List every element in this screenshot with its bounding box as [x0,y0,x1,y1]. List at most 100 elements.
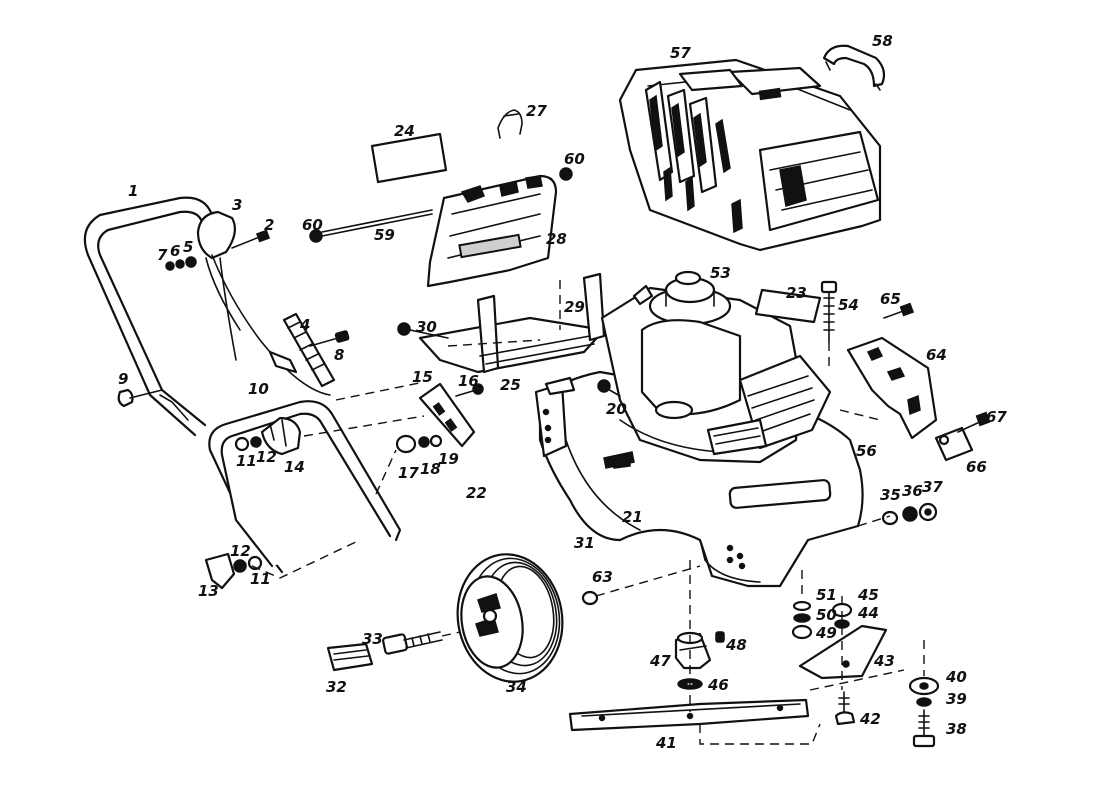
screw-8 [309,330,350,347]
callout-17: 17 [398,464,419,482]
screw-67 [957,411,991,433]
spring-27 [497,109,523,139]
screw-65 [883,302,915,319]
callout-63: 63 [592,568,613,586]
hubcap-32 [326,642,374,672]
callout-7: 7 [157,246,168,264]
callout-56: 56 [856,442,877,460]
callout-50: 50 [816,606,837,624]
callout-38: 38 [946,720,967,738]
callout-32: 32 [326,678,347,696]
callout-44: 44 [857,604,879,622]
callout-30: 30 [416,318,437,336]
screw-16 [455,383,484,397]
callout-8: 8 [334,346,344,364]
wheel-bolt-33 [382,631,443,655]
callout-43: 43 [873,652,895,670]
callout-41: 41 [655,734,677,752]
callout-16: 16 [458,372,479,390]
control-lever [196,210,331,396]
bolt-54 [820,280,838,343]
bolt-38 [912,709,936,748]
callout-36: 36 [902,482,923,500]
clamp-4 [268,312,336,388]
washers-11-12-upper [234,436,262,452]
key-48 [715,631,725,643]
callout-2: 2 [264,216,274,234]
callout-28: 28 [546,230,567,248]
clip-21 [611,457,631,469]
handle-58 [822,44,886,91]
callout-39: 39 [946,690,967,708]
callout-40: 40 [945,668,967,686]
callout-1: 1 [128,182,138,200]
plate-66 [934,426,974,462]
washer-40 [908,676,940,696]
knob-14 [260,416,302,456]
upper-handle [83,196,218,437]
callout-12-upper: 12 [256,448,277,466]
sticker-24 [370,132,448,184]
washer-63 [581,590,599,606]
callout-27: 27 [526,102,547,120]
callout-29: 29 [564,298,585,316]
callout-6: 6 [170,242,180,260]
callout-10: 10 [248,380,269,398]
callout-58: 58 [872,32,893,50]
callout-53: 53 [710,264,731,282]
bag-bracket-29 [418,272,606,374]
blade-adapter-47 [674,631,712,670]
callout-33: 33 [362,630,383,648]
assembly-guide-lines [237,280,925,745]
washer-39 [916,697,932,707]
callout-21: 21 [622,508,643,526]
blade-41 [568,698,810,732]
callout-9: 9 [118,370,128,388]
callout-22: 22 [466,484,487,502]
callout-60-left: 60 [302,216,323,234]
callout-45: 45 [857,586,879,604]
washers-17-18-19 [395,434,443,454]
callout-13: 13 [198,582,219,600]
bolt-20 [597,379,621,397]
callout-57: 57 [670,44,691,62]
callout-18: 18 [420,460,441,478]
washers-5-6-7 [165,256,197,271]
washers-35-36-37 [881,502,938,526]
callout-48: 48 [725,636,747,654]
callout-42: 42 [859,710,881,728]
callout-12-lower: 12 [230,542,251,560]
callout-15: 15 [412,368,433,386]
handle-bracket-15 [418,382,476,448]
callout-34: 34 [506,678,527,696]
callout-11-upper: 11 [236,452,257,470]
grass-catcher-57 [618,58,882,252]
callout-14: 14 [284,458,305,476]
callout-11-lower: 11 [250,570,271,588]
callout-19: 19 [438,450,459,468]
callout-24: 24 [394,122,415,140]
callout-59: 59 [374,226,395,244]
callout-25: 25 [500,376,521,394]
callout-4: 4 [299,316,310,334]
washer-stack-49-51 [791,600,813,640]
callout-54: 54 [838,296,859,314]
callout-60-right: 60 [564,150,585,168]
callout-65: 65 [880,290,901,308]
callout-31: 31 [574,534,595,552]
callout-23: 23 [786,284,807,302]
callout-49: 49 [815,624,837,642]
bolt-9 [117,388,163,408]
bag-frame-28 [426,174,558,288]
rod-59 [321,209,433,237]
plate-25 [544,376,576,396]
callout-66: 66 [966,458,987,476]
callout-5: 5 [183,238,193,256]
callout-64: 64 [926,346,947,364]
callout-3: 3 [232,196,242,214]
screw-30 [397,322,449,339]
rear-bracket-64 [846,336,938,440]
callout-labels: 1 2 3 4 5 6 7 8 9 10 11 12 14 12 11 13 1… [118,32,1007,752]
bolt-42 [834,691,856,726]
